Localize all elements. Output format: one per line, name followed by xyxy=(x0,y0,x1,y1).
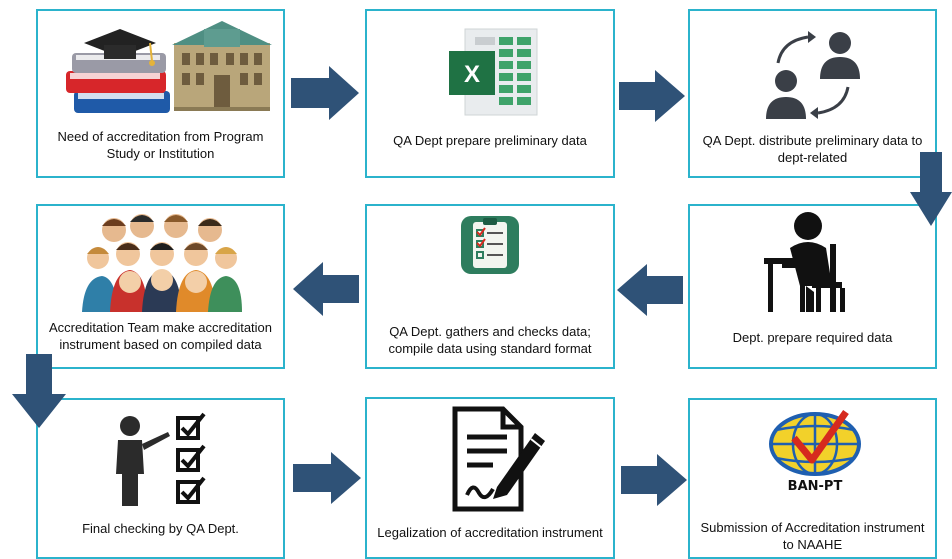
arrow-right-4 xyxy=(621,454,687,506)
step-6-box: Accreditation Team make accreditation in… xyxy=(36,204,285,369)
person-at-desk-icon xyxy=(764,212,845,312)
step-9-box: BAN-PT Submission of Accreditation instr… xyxy=(688,398,937,559)
step-5-box: QA Dept. gathers and checks data; compil… xyxy=(365,204,615,369)
step-7-label: Final checking by QA Dept. xyxy=(82,521,239,536)
step-1-box: Need of accreditation from Program Study… xyxy=(36,9,285,178)
arrow-left-1 xyxy=(617,264,683,316)
presenter-checklist-icon xyxy=(116,412,206,506)
arrow-right-2 xyxy=(619,70,685,122)
step-5-label: QA Dept. gathers and checks data; compil… xyxy=(388,324,592,356)
ban-pt-logo: BAN-PT xyxy=(769,409,861,494)
step-8-box: Legalization of accreditation instrument xyxy=(365,397,615,559)
step-3-box: QA Dept. distribute preliminary data to … xyxy=(688,9,937,178)
arrow-down-1 xyxy=(910,152,952,226)
checklist-clipboard-icon xyxy=(461,216,519,274)
step-3-label: QA Dept. distribute preliminary data to … xyxy=(702,133,923,165)
step-4-label: Dept. prepare required data xyxy=(732,330,893,345)
arrow-right-1 xyxy=(291,66,359,120)
arrow-right-3 xyxy=(293,452,361,504)
svg-text:X: X xyxy=(464,61,480,88)
step-4-box: Dept. prepare required data xyxy=(688,204,937,369)
step-8-label: Legalization of accreditation instrument xyxy=(377,525,603,540)
people-exchange-icon xyxy=(766,31,860,119)
excel-spreadsheet-icon: X xyxy=(449,28,538,116)
logo-text: BAN-PT xyxy=(788,479,843,494)
step-2-label: QA Dept prepare preliminary data xyxy=(393,133,587,148)
team-group-icon xyxy=(82,214,242,312)
step-9-label: Submission of Accreditation instrument t… xyxy=(700,520,925,552)
books-and-building-icon xyxy=(66,21,272,113)
arrow-left-2 xyxy=(293,262,359,316)
step-1-label: Need of accreditation from Program Study… xyxy=(57,129,264,161)
step-6-label: Accreditation Team make accreditation in… xyxy=(48,320,273,352)
arrow-down-2 xyxy=(12,354,66,428)
document-signing-icon xyxy=(452,406,545,512)
step-2-box: X QA Dept prepare preliminary data xyxy=(365,9,615,178)
step-7-box: Final checking by QA Dept. xyxy=(36,398,285,559)
